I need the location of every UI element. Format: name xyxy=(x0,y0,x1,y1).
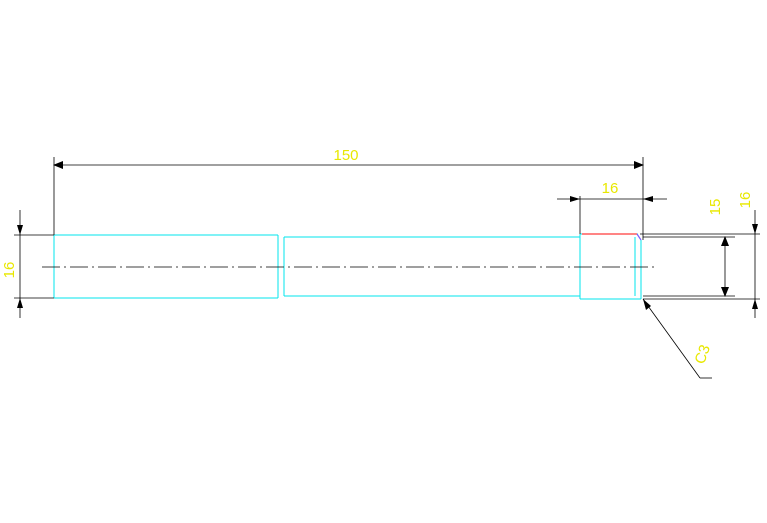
chamfer-leader xyxy=(642,298,701,379)
chamfer-diagonal xyxy=(636,233,642,241)
dimension-lines xyxy=(14,157,760,379)
right-dia-16-arrow-top xyxy=(752,224,758,234)
end-length-arrow-left xyxy=(570,196,580,202)
overall-length-label: 150 xyxy=(333,147,358,164)
end-length-arrow-right xyxy=(643,196,653,202)
left-diameter-label: 16 xyxy=(1,262,18,279)
left-dia-arrow-top xyxy=(17,225,23,235)
chamfer-detail xyxy=(582,233,642,241)
chamfer-label: C3 xyxy=(692,343,715,367)
end-diameter-inner-label: 15 xyxy=(707,199,724,216)
end-length-label: 16 xyxy=(602,180,619,197)
drawing-area xyxy=(0,146,767,376)
chamfer-leader-arrow xyxy=(643,299,651,310)
dimension-labels: 150 16 16 15 16 C3 xyxy=(1,147,754,366)
shaft-geometry xyxy=(53,233,642,300)
right-dia-16-arrow-bottom xyxy=(752,299,758,309)
end-diameter-outer-label: 16 xyxy=(737,192,754,209)
left-dia-arrow-bottom xyxy=(17,298,23,308)
